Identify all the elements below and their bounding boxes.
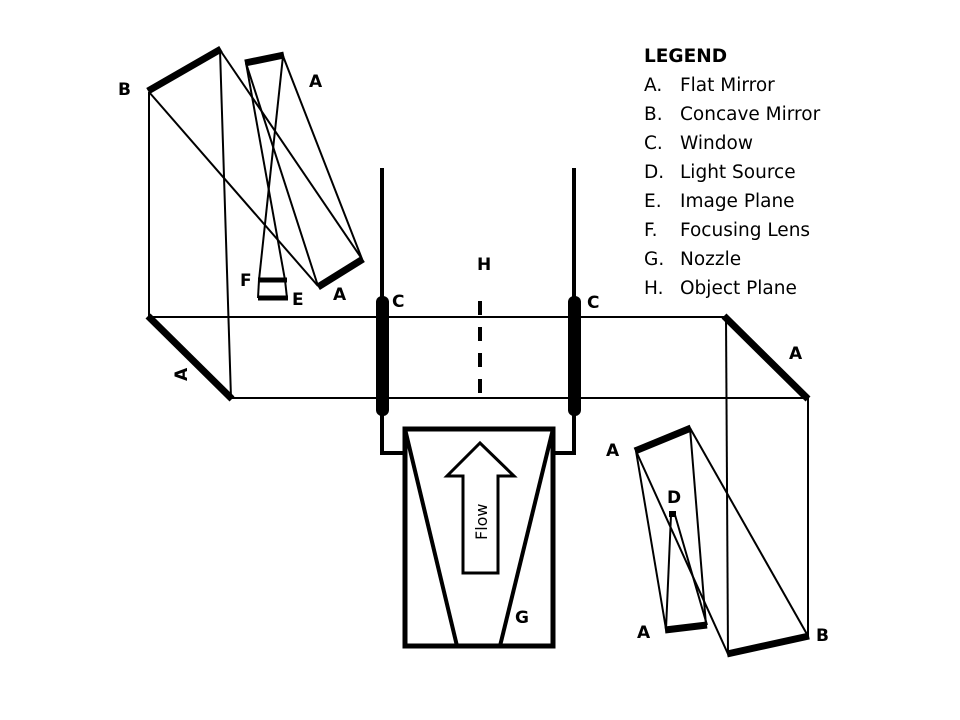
- flat-mirror-a-lower: [664, 621, 708, 634]
- label-a-top: A: [309, 72, 323, 92]
- label-d: D: [667, 488, 681, 508]
- legend-key: C.: [644, 133, 663, 154]
- label-g: G: [515, 608, 529, 628]
- legend-label: Object Plane: [680, 278, 797, 299]
- light-source-d: [669, 511, 676, 517]
- ray: [674, 514, 708, 626]
- label-c-right: C: [587, 293, 599, 313]
- legend: LEGEND A. Flat Mirror B. Concave Mirror C.…: [644, 42, 820, 303]
- legend-title: LEGEND: [644, 46, 728, 67]
- flow-label: Flow: [472, 503, 491, 540]
- legend-label: Focusing Lens: [680, 220, 811, 241]
- legend-label: Light Source: [680, 162, 796, 183]
- legend-label: Flat Mirror: [680, 75, 775, 96]
- legend-item: A. Flat Mirror: [644, 71, 820, 100]
- ray: [689, 427, 809, 637]
- flat-mirror-a-left: [145, 313, 235, 402]
- ray: [258, 55, 284, 281]
- ray: [282, 55, 363, 260]
- label-e: E: [292, 290, 304, 310]
- receiving-optics: [146, 45, 365, 399]
- label-a-upper-mid: A: [333, 285, 347, 305]
- ray: [725, 316, 729, 655]
- flat-mirror-a-lower-upper: [633, 424, 693, 455]
- legend-label: Window: [680, 133, 753, 154]
- legend-key: G.: [644, 249, 665, 270]
- flat-mirror-a-upper-mid: [316, 256, 365, 290]
- legend-key: A.: [644, 75, 663, 96]
- legend-item: G. Nozzle: [644, 245, 820, 274]
- label-b-bottom: B: [816, 626, 829, 646]
- legend-label: Nozzle: [680, 249, 742, 270]
- legend-key: B.: [644, 104, 663, 125]
- label-h: H: [477, 255, 491, 275]
- legend-item: C. Window: [644, 129, 820, 158]
- ray: [284, 279, 288, 299]
- ray: [689, 427, 707, 626]
- label-b-top: B: [118, 80, 131, 100]
- legend-key: F.: [644, 220, 658, 241]
- label-f: F: [240, 271, 252, 291]
- legend-item: H. Object Plane: [644, 274, 820, 303]
- ray: [635, 450, 729, 655]
- ray: [245, 62, 319, 287]
- legend-key: H.: [644, 278, 664, 299]
- legend-item: F. Focusing Lens: [644, 216, 820, 245]
- ray: [245, 62, 286, 281]
- label-a-lower: A: [637, 623, 651, 643]
- left-wall: [380, 168, 404, 455]
- legend-key: D.: [644, 162, 665, 183]
- ray: [219, 49, 363, 260]
- flat-mirror-a-right: [721, 313, 811, 402]
- window-c-right: [568, 296, 581, 416]
- legend-label: Image Plane: [680, 191, 795, 212]
- test-section: [145, 168, 811, 455]
- legend-key: E.: [644, 191, 662, 212]
- nozzle-wall-left: [403, 428, 459, 647]
- label-c-left: C: [392, 292, 404, 312]
- ray: [635, 450, 667, 630]
- source-optics: [633, 316, 810, 658]
- legend-item: B. Concave Mirror: [644, 100, 820, 129]
- window-c-left: [376, 296, 389, 416]
- flat-mirror-a-top: [244, 51, 285, 67]
- nozzle-g: Flow: [402, 426, 556, 649]
- concave-mirror-b-top: [146, 45, 223, 95]
- legend-item: E. Image Plane: [644, 187, 820, 216]
- nozzle-body: [402, 426, 556, 649]
- label-a-left: A: [172, 367, 192, 381]
- nozzle-wall-right: [498, 428, 555, 647]
- ray: [665, 514, 672, 630]
- ray: [148, 91, 319, 287]
- ray: [219, 49, 232, 399]
- label-a-right: A: [789, 344, 803, 364]
- concave-mirror-b-bottom: [726, 632, 810, 658]
- legend-label: Concave Mirror: [680, 104, 821, 125]
- legend-item: D. Light Source: [644, 158, 820, 187]
- flow-arrow-icon: [443, 440, 518, 575]
- ray: [257, 279, 260, 299]
- right-wall: [553, 168, 576, 455]
- label-a-lower-upper: A: [606, 441, 620, 461]
